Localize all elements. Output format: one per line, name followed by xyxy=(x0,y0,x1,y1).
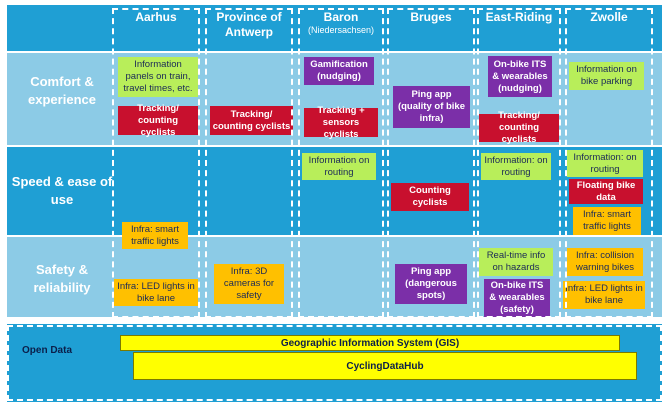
box-east-riding-tracking: Tracking/ counting cyclists xyxy=(479,110,559,145)
box-zwolle-floating-bike-data: Floating bike data xyxy=(569,179,643,204)
box-zwolle-collision-warning: Infra: collision warning bikes xyxy=(567,248,643,276)
box-bruges-ping-quality: Ping app (quality of bike infra) xyxy=(393,86,470,128)
box-zwolle-smart-traffic-lights: Infra: smart traffic lights xyxy=(573,207,641,235)
box-bruges-counting: Counting cyclists xyxy=(391,183,469,211)
box-baron-gamification: Gamification (nudging) xyxy=(304,57,374,85)
box-antwerp-3d-cameras: Infra: 3D cameras for safety xyxy=(214,264,284,304)
gis-bar: Geographic Information System (GIS) xyxy=(120,335,620,351)
box-baron-tracking-sensors: Tracking + sensors cyclists xyxy=(304,105,378,140)
column-header-bruges: Bruges xyxy=(387,10,475,25)
column-title: Province of Antwerp xyxy=(216,10,282,39)
box-zwolle-info-parking: Information on bike parking xyxy=(569,62,644,90)
box-aarhus-info-panels: Information panels on train, travel time… xyxy=(118,57,198,97)
box-east-riding-onbike-nudging: On-bike ITS & wearables (nudging) xyxy=(488,56,552,97)
box-east-riding-info-routing: Information: on routing xyxy=(481,153,551,180)
cycling-data-hub-bar: CyclingDataHub xyxy=(133,352,637,380)
box-antwerp-tracking: Tracking/ counting cyclists xyxy=(210,106,293,135)
box-east-riding-onbike-safety: On-bike ITS & wearables (safety) xyxy=(484,279,550,317)
column-title: Bruges xyxy=(410,10,452,24)
row-header-speed: Speed & ease of use xyxy=(11,174,113,207)
box-aarhus-smart-traffic-lights: Infra: smart traffic lights xyxy=(122,222,188,249)
column-title: Aarhus xyxy=(135,10,177,24)
row-header-safety: Safety & reliability xyxy=(33,262,91,295)
column-header-zwolle: Zwolle xyxy=(565,10,653,25)
column-subtitle: (Niedersachsen) xyxy=(307,25,375,35)
column-title: Zwolle xyxy=(590,10,628,24)
column-header-baron: Baron(Niedersachsen) xyxy=(298,10,384,36)
column-title: East-Riding xyxy=(485,10,553,24)
box-aarhus-led-lights: Infra: LED lights in bike lane xyxy=(114,279,198,306)
box-aarhus-tracking: Tracking/ counting cyclists xyxy=(118,103,198,138)
box-baron-info-routing: Information on routing xyxy=(302,153,376,180)
box-east-riding-realtime-hazards: Real-time info on hazards xyxy=(479,248,553,276)
box-bruges-ping-dangerous: Ping app (dangerous spots) xyxy=(395,264,467,304)
box-zwolle-led-lights: Infra: LED lights in bike lane xyxy=(563,281,645,309)
column-title: Baron xyxy=(323,10,359,24)
open-data-label: Open Data xyxy=(22,345,73,356)
row-header-comfort: Comfort & experience xyxy=(28,74,96,107)
column-header-aarhus: Aarhus xyxy=(112,10,200,25)
column-header-east-riding: East-Riding xyxy=(477,10,561,25)
box-zwolle-info-routing: Information: on routing xyxy=(567,150,643,177)
header-band xyxy=(7,5,662,51)
column-header-antwerp: Province of Antwerp xyxy=(205,10,293,40)
